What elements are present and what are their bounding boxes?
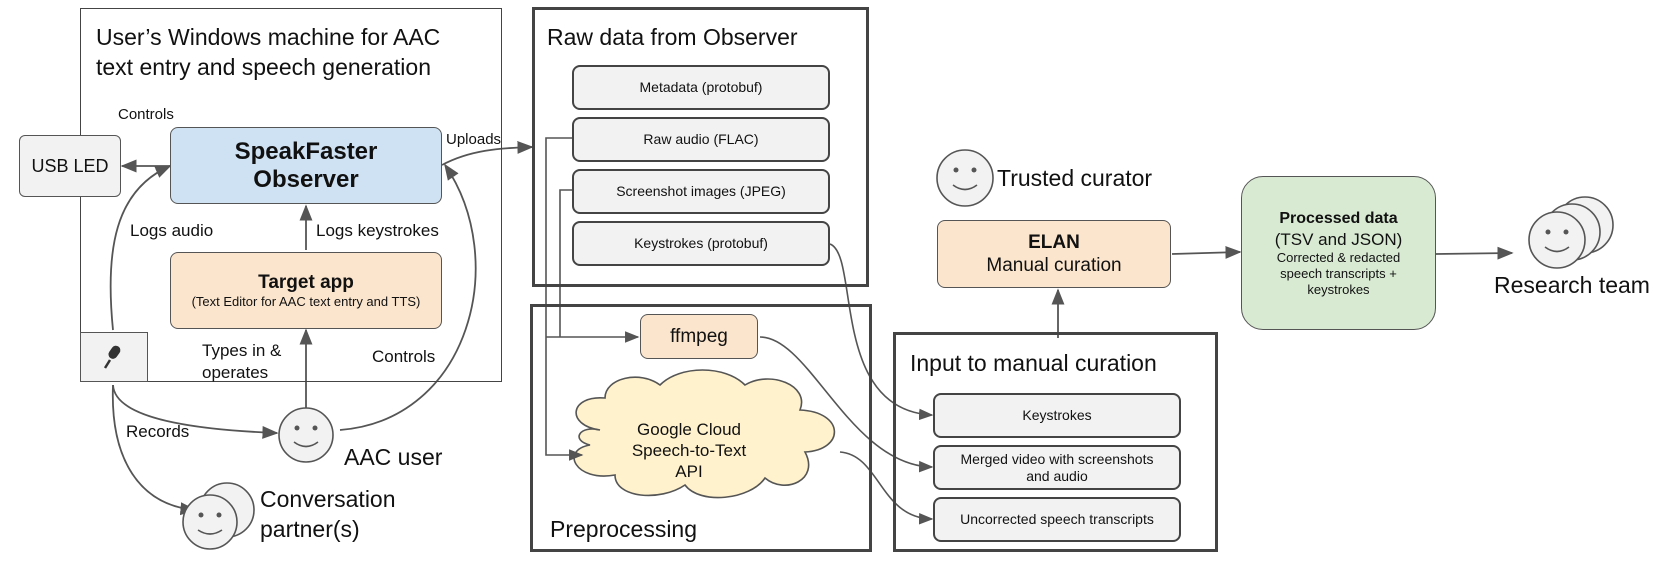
raw-data-title: Raw data from Observer [547, 24, 798, 50]
elan-box[interactable]: ELAN Manual curation [937, 220, 1171, 288]
raw-item-keystrokes-label: Keystrokes (protobuf) [634, 235, 768, 251]
arrow-mic-to-observer [109, 165, 172, 331]
preprocessing-frame [530, 304, 872, 552]
elan-title: ELAN [1028, 232, 1080, 253]
user-machine-title: User’s Windows machine for AAC text entr… [96, 22, 440, 82]
raw-item-metadata[interactable]: Metadata (protobuf) [572, 65, 830, 110]
aac-user-label: AAC user [344, 444, 443, 470]
user-machine-title-line1: User’s Windows machine for AAC [96, 24, 441, 50]
speakfaster-observer-box[interactable]: SpeakFaster Observer [170, 127, 442, 204]
partner-line1: Conversation [260, 486, 396, 512]
aac-user-face-icon [278, 407, 334, 463]
target-app-desc: (Text Editor for AAC text entry and TTS) [191, 293, 421, 309]
arrow-processed-to-research-team [1435, 246, 1514, 260]
input-item-transcripts-label: Uncorrected speech transcripts [960, 511, 1154, 527]
observer-title-line2: Observer [253, 165, 359, 193]
types-in-line2: operates [202, 363, 269, 382]
uploads-label: Uploads [446, 131, 502, 148]
partner-line2: partner(s) [260, 516, 360, 542]
input-item-keystrokes-label: Keystrokes [1022, 407, 1092, 423]
input-item-transcripts[interactable]: Uncorrected speech transcripts [933, 497, 1181, 542]
ffmpeg-label: ffmpeg [670, 325, 728, 347]
arrow-speech-api-to-transcripts [839, 451, 934, 525]
speech-api-line1: Google Cloud [637, 420, 741, 439]
speech-api-cloud-shape [573, 369, 836, 499]
usb-led-box[interactable]: USB LED [19, 135, 121, 197]
usb-led-label: USB LED [31, 156, 109, 176]
speech-api-label: Google Cloud Speech-to-Text API [614, 419, 764, 482]
controls-top-label: Controls [118, 106, 174, 123]
records-label: Records [126, 422, 190, 441]
partner-face-icon [182, 482, 255, 550]
speech-api-line3: API [675, 462, 703, 481]
ffmpeg-box[interactable]: ffmpeg [640, 314, 758, 359]
arrow-ffmpeg-to-merged-video [759, 336, 934, 473]
raw-item-keystrokes[interactable]: Keystrokes (protobuf) [572, 221, 830, 266]
arrow-mic-to-partner [111, 384, 197, 516]
arrow-elan-to-processed [1171, 245, 1242, 259]
arrow-observer-uploads-raw-data [441, 140, 534, 166]
input-item-merged-video[interactable]: Merged video with screenshots and audio [933, 445, 1181, 490]
trusted-curator-face-icon [936, 149, 994, 207]
processed-desc: Corrected & redacted speech transcripts … [1276, 249, 1401, 297]
raw-item-screenshots-label: Screenshot images (JPEG) [616, 183, 786, 199]
speech-api-line2: Speech-to-Text [631, 441, 747, 460]
target-app-box[interactable]: Target app (Text Editor for AAC text ent… [170, 252, 442, 329]
processed-title: Processed data [1279, 209, 1398, 227]
arrow-aac-user-controls-observer [339, 163, 477, 431]
research-team-label: Research team [1494, 272, 1650, 298]
types-in-label: Types in & operates [202, 340, 281, 384]
input-item-keystrokes[interactable]: Keystrokes [933, 393, 1181, 438]
arrow-screenshots-to-ffmpeg [559, 189, 572, 337]
processed-subtitle: (TSV and JSON) [1274, 229, 1403, 249]
curation-input-title: Input to manual curation [910, 350, 1157, 376]
input-item-merged-video-label: Merged video with screenshots and audio [960, 450, 1154, 484]
arrow-raw-audio-to-speech-api [545, 137, 584, 461]
elan-subtitle: Manual curation [986, 255, 1122, 276]
logs-audio-label: Logs audio [130, 221, 214, 240]
target-app-title: Target app [258, 271, 354, 293]
microphone-icon [103, 345, 121, 369]
observer-title-line1: SpeakFaster [234, 137, 378, 165]
curation-input-frame [893, 332, 1218, 552]
research-team-face-icon [1528, 196, 1614, 269]
arrow-keystrokes-to-input [829, 243, 934, 421]
types-in-line1: Types in & [202, 341, 282, 360]
logs-keystrokes-label: Logs keystrokes [316, 221, 439, 240]
arrow-mic-to-aac-user [112, 384, 279, 439]
preprocessing-title: Preprocessing [550, 516, 698, 542]
raw-item-audio[interactable]: Raw audio (FLAC) [572, 117, 830, 162]
raw-item-audio-label: Raw audio (FLAC) [643, 131, 759, 147]
controls-bottom-label: Controls [372, 347, 436, 366]
microphone-box[interactable] [80, 332, 148, 382]
partner-label: Conversation partner(s) [260, 484, 396, 544]
raw-item-screenshots[interactable]: Screenshot images (JPEG) [572, 169, 830, 214]
user-machine-title-line2: text entry and speech generation [96, 54, 432, 80]
trusted-curator-label: Trusted curator [997, 165, 1153, 191]
raw-item-metadata-label: Metadata (protobuf) [639, 79, 763, 95]
processed-data-box[interactable]: Processed data (TSV and JSON) Corrected … [1241, 176, 1436, 330]
raw-data-frame [532, 7, 869, 287]
